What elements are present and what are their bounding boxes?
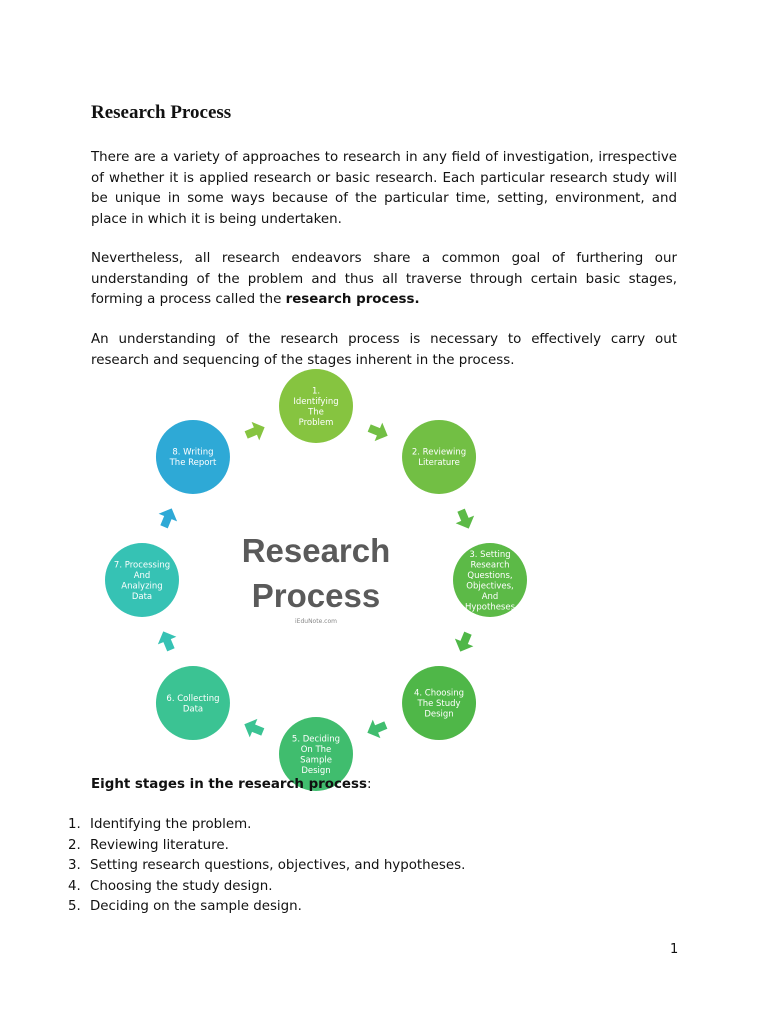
stage-label-line: 1. [312,386,320,396]
stage-label-line: Research [471,560,510,570]
stage-label-line: 4. Choosing [414,689,464,699]
stage-label-line: Identifying [293,397,338,407]
intro-paragraph: There are a variety of approaches to res… [91,148,677,230]
list-item-text: Choosing the study design. [90,878,273,894]
understanding-paragraph: An understanding of the research process… [91,330,677,371]
stage-label-line: Analyzing [121,581,162,591]
list-item-number: 3. [68,858,81,873]
stage-label-line: Problem [299,418,334,428]
stage-label-line: And [482,592,499,602]
arrow-icon-shape [367,719,388,739]
list-item: 4. Choosing the study design. [68,877,465,898]
stage-label-line: Questions, [467,571,512,581]
stage-label-line: The Study [417,699,461,709]
stage-label-line: 3. Setting [469,550,510,560]
stage-label-line: The Report [169,458,217,468]
center-title-line2: Process [252,577,380,614]
stage-label-line: Hypotheses [465,602,516,612]
stage-circle [402,666,477,741]
arrow-icon [454,631,474,652]
stages-heading-colon: : [366,777,372,792]
list-item-text: Deciding on the sample design. [90,899,302,914]
goal-paragraph-text: Nevertheless, all research endeavors sha… [91,251,677,307]
stage-label-line: Data [132,592,152,602]
list-item-text: Reviewing literature. [90,837,229,853]
arrow-icon-shape [158,508,178,529]
arrow-icon [455,508,475,529]
center-title-line1: Research [242,532,391,569]
list-item-text: Identifying the problem. [90,817,252,832]
arrow-icon [244,421,265,441]
stage-label-line: Literature [418,458,460,468]
arrow-icon-shape [367,422,388,442]
stage-node: 3. SettingResearchQuestions,Objectives,A… [453,543,527,617]
stage-circle [279,717,353,791]
list-item: 2. Reviewing literature. [68,836,465,857]
stages-heading-bold: Eight stages in the research process [91,777,367,792]
arrow-icon [244,718,265,738]
stages-heading: Eight stages in the research process: [91,775,371,795]
page-title: Research Process [91,102,232,123]
list-item: 3. Setting research questions, objectives… [68,856,465,877]
arrow-icon [367,719,388,739]
stage-circle [402,419,477,494]
page-number: 1 [670,942,679,957]
goal-paragraph: Nevertheless, all research endeavors sha… [91,249,677,311]
stage-circle [105,543,179,617]
stage-circle [279,369,353,443]
list-item: 5. Deciding on the sample design. [68,897,465,918]
stage-label-line: 7. Processing [114,560,170,570]
stage-label-line: 2. Reviewing [412,448,466,458]
stage-label-line: Design [424,710,453,720]
stage-label-line: Objectives, [466,581,513,591]
stage-circle [155,419,230,494]
list-item: 1. Identifying the problem. [68,815,465,836]
arrow-icon-shape [157,631,177,652]
stage-circle [453,543,527,617]
stage-label-line: Sample [300,755,332,765]
stage-label-line: On The [301,745,332,755]
arrow-icon [367,422,388,442]
stage-circle [155,666,230,741]
arrow-icon-shape [244,718,265,738]
understanding-paragraph-text: An understanding of the research process… [91,332,677,368]
goal-paragraph-bold: research process. [285,292,420,307]
list-item-text: Setting research questions, objectives, … [90,858,466,873]
center-credit: iEduNote.com [295,618,337,625]
arrow-icon [157,631,177,652]
stage-label-line: Data [183,704,203,714]
intro-paragraph-text: There are a variety of approaches to res… [91,150,677,227]
stage-label-line: Design [301,766,330,776]
stage-label-line: And [134,571,151,581]
arrow-icon-shape [244,421,265,441]
arrow-icon [158,508,178,529]
stage-label-line: 5. Deciding [292,734,340,744]
arrow-icon-shape [454,631,474,652]
arrow-icon-shape [455,508,475,529]
list-item-number: 4. [68,878,81,894]
stage-label-line: 6. Collecting [166,694,219,704]
stage-label-line: 8. Writing [172,448,213,458]
list-item-number: 1. [68,817,81,832]
list-item-number: 2. [68,837,81,853]
list-item-number: 5. [68,899,81,914]
stage-label-line: The [307,407,324,417]
stages-list: 1. Identifying the problem. 2. Reviewing l… [68,815,465,918]
